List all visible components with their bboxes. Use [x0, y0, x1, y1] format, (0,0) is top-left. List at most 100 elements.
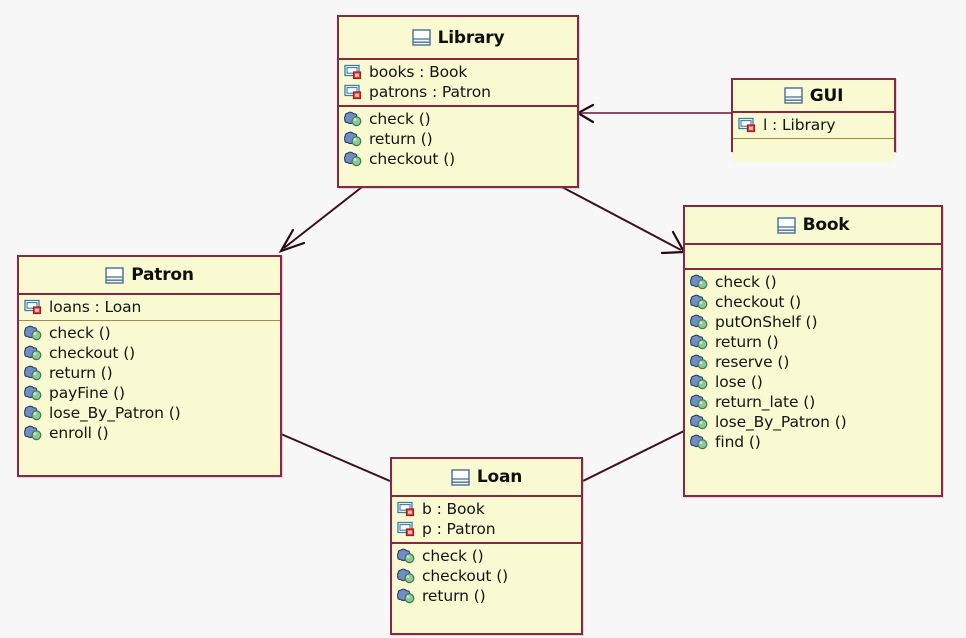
method-label: payFine (): [49, 384, 125, 402]
method-row[interactable]: putOnShelf (): [685, 312, 941, 332]
methods-compartment-gui: [733, 139, 894, 162]
method-icon: [343, 151, 363, 167]
attribute-label: p : Patron: [422, 520, 496, 538]
empty-attributes-placeholder: [685, 247, 941, 265]
method-row[interactable]: lose_By_Patron (): [19, 403, 280, 423]
attribute-row[interactable]: patrons : Patron: [339, 82, 577, 102]
method-icon: [23, 425, 43, 441]
empty-methods-placeholder: [733, 141, 894, 159]
arrowhead-open-icon: [660, 230, 686, 255]
class-box-loan[interactable]: Loan b : Book: [390, 457, 583, 635]
method-row[interactable]: reserve (): [685, 352, 941, 372]
attribute-row[interactable]: loans : Loan: [19, 297, 280, 317]
method-label: check (): [369, 110, 431, 128]
class-name-book: Book: [802, 215, 850, 235]
attribute-row[interactable]: b : Book: [392, 499, 581, 519]
method-row[interactable]: return (): [685, 332, 941, 352]
class-box-book[interactable]: Book check (): [683, 205, 943, 497]
class-name-patron: Patron: [131, 265, 194, 285]
attribute-icon: [397, 521, 416, 537]
method-icon: [689, 394, 709, 410]
method-icon: [23, 365, 43, 381]
method-label: reserve (): [715, 353, 790, 371]
method-label: check (): [715, 273, 777, 291]
method-label: return (): [422, 587, 486, 605]
method-icon: [689, 294, 709, 310]
class-icon: [776, 216, 796, 234]
class-icon: [411, 29, 431, 46]
class-header-library: Library: [339, 17, 577, 60]
method-row[interactable]: payFine (): [19, 383, 280, 403]
method-row[interactable]: checkout (): [19, 343, 280, 363]
method-icon: [23, 385, 43, 401]
methods-compartment-patron: check () checkout (): [19, 321, 280, 446]
class-header-gui: GUI: [733, 80, 894, 113]
method-icon: [689, 274, 709, 290]
method-icon: [689, 354, 709, 370]
method-label: lose_By_Patron (): [715, 413, 847, 431]
method-icon: [23, 345, 43, 361]
method-label: lose (): [715, 373, 763, 391]
class-header-loan: Loan: [392, 459, 581, 497]
method-row[interactable]: find (): [685, 432, 941, 452]
method-icon: [343, 111, 363, 127]
method-icon: [396, 548, 416, 564]
method-label: return (): [49, 364, 113, 382]
attributes-compartment-loan: b : Book p : Patron: [392, 497, 581, 544]
class-icon: [784, 87, 803, 104]
class-header-patron: Patron: [19, 257, 280, 295]
method-icon: [23, 325, 43, 341]
method-row[interactable]: return (): [392, 586, 581, 606]
connector-gui-to-library: [575, 103, 731, 124]
method-label: checkout (): [422, 567, 509, 585]
attributes-compartment-gui: l : Library: [733, 113, 894, 139]
attribute-row[interactable]: books : Book: [339, 62, 577, 82]
method-row[interactable]: check (): [339, 109, 577, 129]
method-label: return_late (): [715, 393, 816, 411]
method-row[interactable]: checkout (): [339, 149, 577, 169]
class-box-library[interactable]: Library books : Book: [337, 15, 579, 188]
method-label: checkout (): [49, 344, 136, 362]
attributes-compartment-book: [685, 245, 941, 270]
arrowhead-open-icon: [575, 103, 595, 124]
method-label: enroll (): [49, 424, 109, 442]
attributes-compartment-library: books : Book patrons : Patron: [339, 60, 577, 107]
connector-patron-to-loan: [280, 433, 391, 482]
method-row[interactable]: return (): [19, 363, 280, 383]
method-row[interactable]: check (): [685, 272, 941, 292]
methods-compartment-library: check () return (): [339, 107, 577, 172]
method-row[interactable]: checkout (): [685, 292, 941, 312]
methods-compartment-book: check () checkout (): [685, 270, 941, 455]
attribute-row[interactable]: p : Patron: [392, 519, 581, 539]
method-row[interactable]: lose (): [685, 372, 941, 392]
method-icon: [689, 374, 709, 390]
connector-loan-to-book: [582, 430, 685, 482]
attribute-label: b : Book: [422, 500, 485, 518]
class-name-gui: GUI: [809, 85, 844, 106]
method-icon: [23, 405, 43, 421]
attribute-label: loans : Loan: [49, 298, 142, 316]
method-row[interactable]: check (): [19, 323, 280, 343]
attribute-icon: [344, 84, 363, 100]
class-box-gui[interactable]: GUI l : Library: [731, 78, 896, 162]
method-row[interactable]: checkout (): [392, 566, 581, 586]
method-label: checkout (): [369, 150, 456, 168]
attribute-label: books : Book: [369, 63, 468, 81]
method-label: check (): [49, 324, 111, 342]
method-row[interactable]: return (): [339, 129, 577, 149]
method-label: checkout (): [715, 293, 802, 311]
method-icon: [689, 314, 709, 330]
class-box-patron[interactable]: Patron loans : Loan: [17, 255, 282, 477]
class-header-book: Book: [685, 207, 941, 245]
method-row[interactable]: check (): [392, 546, 581, 566]
method-label: find (): [715, 433, 761, 451]
method-icon: [396, 568, 416, 584]
method-row[interactable]: return_late (): [685, 392, 941, 412]
class-name-loan: Loan: [476, 467, 523, 487]
connector-library-to-patron: [278, 186, 363, 254]
method-row[interactable]: enroll (): [19, 423, 280, 443]
attributes-compartment-patron: loans : Loan: [19, 295, 280, 321]
attribute-row[interactable]: l : Library: [733, 115, 894, 135]
method-row[interactable]: lose_By_Patron (): [685, 412, 941, 432]
